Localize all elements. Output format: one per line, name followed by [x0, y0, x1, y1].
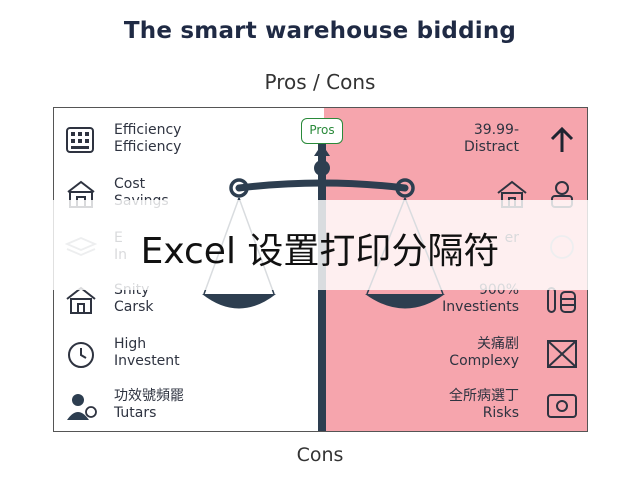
pros-item-line2: Tutars: [114, 405, 157, 421]
cons-item-line2: Distract: [464, 139, 519, 155]
pros-item-line1: High: [114, 336, 147, 352]
cross-box-icon: [547, 340, 577, 368]
pros-badge: Pros: [301, 118, 343, 144]
cons-item-line2: Investients: [442, 299, 519, 315]
pros-item-line2: Carsk: [114, 299, 154, 315]
diagram-subtitle: Pros / Cons: [264, 70, 376, 94]
worker-icon: [67, 394, 97, 420]
clock-icon: [68, 342, 94, 368]
diagram-title: The smart warehouse bidding: [123, 18, 517, 44]
overlay-banner-text: Excel 设置打印分隔符: [140, 231, 500, 272]
cons-item-line2: Complexy: [449, 353, 519, 369]
overlay-banner: [0, 200, 640, 290]
pros-item-line2: Investent: [114, 353, 180, 369]
cons-item-line1: 全所病選丁: [449, 388, 519, 404]
cons-item-line1: 关痛剧: [477, 336, 519, 352]
pros-item-line2: Efficiency: [114, 139, 182, 155]
cons-item-line1: 39.99-: [473, 122, 519, 138]
calculator-icon: [66, 127, 94, 153]
gear-box-icon: [547, 394, 577, 418]
cons-item-line2: Risks: [482, 405, 519, 421]
arrow-up-icon: [550, 126, 574, 152]
pros-item-line1: Cost: [114, 176, 146, 192]
pros-item-line1: 功效號頻罷: [114, 388, 184, 404]
cons-footer-label: Cons: [296, 444, 344, 466]
pros-item-line1: Efficiency: [114, 122, 182, 138]
